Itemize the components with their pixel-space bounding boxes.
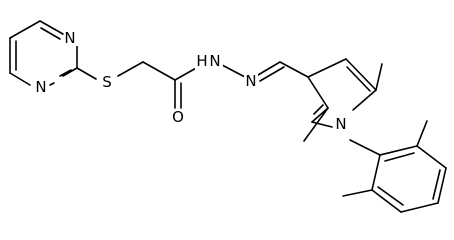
atom-o-carbonyl: O bbox=[172, 108, 184, 126]
bond-double-inner bbox=[59, 69, 72, 77]
bond-double bbox=[259, 66, 285, 82]
atom-n-hydrazide: N bbox=[209, 52, 220, 70]
bond bbox=[9, 20, 41, 39]
atom-n-pyrimidine-bottom: N bbox=[35, 78, 46, 96]
molecule-diagram: N N S O H N N N bbox=[9, 20, 447, 213]
bond-double-inner bbox=[346, 66, 371, 92]
bond bbox=[279, 61, 309, 78]
bond bbox=[76, 67, 97, 80]
bond bbox=[307, 76, 329, 109]
bond-double-inner bbox=[377, 186, 404, 206]
atom-s-thioether: S bbox=[102, 73, 112, 91]
bond bbox=[342, 189, 373, 197]
bond bbox=[352, 89, 377, 111]
bond-double-inner bbox=[40, 27, 61, 40]
bond bbox=[400, 202, 439, 213]
bond bbox=[9, 72, 31, 86]
atom-labels: N N S O H N N N bbox=[34, 29, 349, 133]
bond bbox=[371, 154, 381, 191]
atom-n-pyrimidine-top: N bbox=[64, 29, 75, 47]
bond bbox=[307, 58, 347, 78]
bond-double-inner bbox=[432, 169, 441, 200]
bond bbox=[416, 145, 447, 169]
bond bbox=[375, 63, 383, 91]
bond bbox=[221, 64, 246, 78]
bond bbox=[349, 139, 381, 156]
bond bbox=[39, 20, 64, 35]
atom-h-hydrazide: H bbox=[196, 52, 207, 70]
bonds bbox=[9, 20, 447, 213]
bond bbox=[174, 66, 199, 81]
bond bbox=[416, 120, 428, 147]
atom-n-imine: N bbox=[245, 72, 256, 90]
bond bbox=[311, 121, 333, 128]
bond bbox=[257, 61, 281, 76]
bond bbox=[371, 189, 402, 213]
bond bbox=[379, 145, 418, 156]
bond bbox=[62, 67, 78, 77]
bond-double-inner bbox=[313, 104, 324, 115]
atom-n-pyrrole: N bbox=[335, 115, 346, 133]
bond bbox=[303, 107, 329, 142]
bond bbox=[345, 58, 377, 91]
bond bbox=[117, 61, 144, 77]
bond-double-inner bbox=[384, 152, 415, 162]
bond bbox=[49, 82, 55, 86]
bond bbox=[437, 167, 447, 204]
bond bbox=[142, 61, 176, 81]
